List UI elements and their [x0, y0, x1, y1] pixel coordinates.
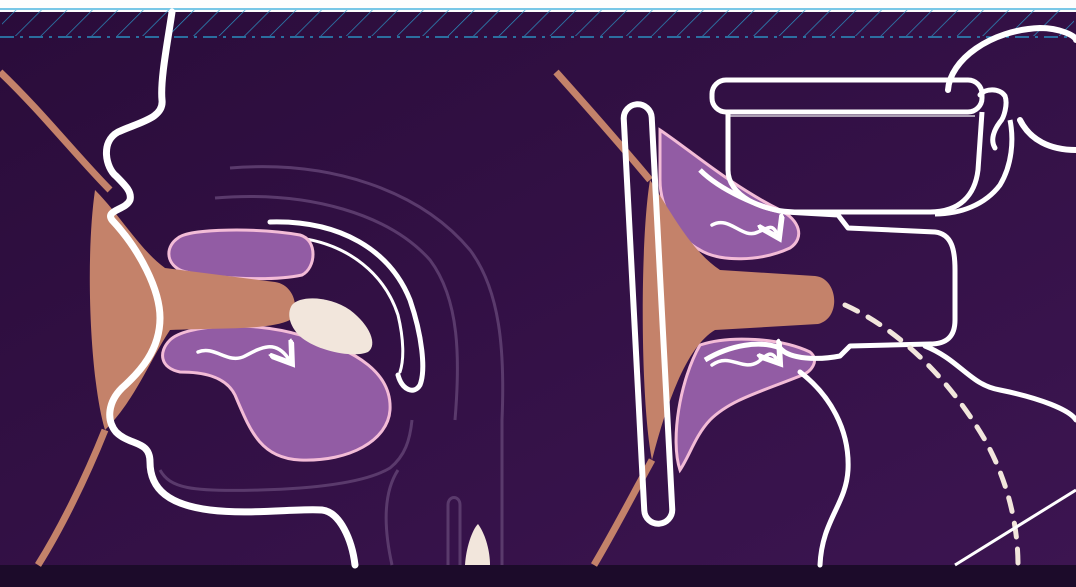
bottom-band [0, 565, 1076, 587]
top-guide-strip [0, 0, 1076, 37]
